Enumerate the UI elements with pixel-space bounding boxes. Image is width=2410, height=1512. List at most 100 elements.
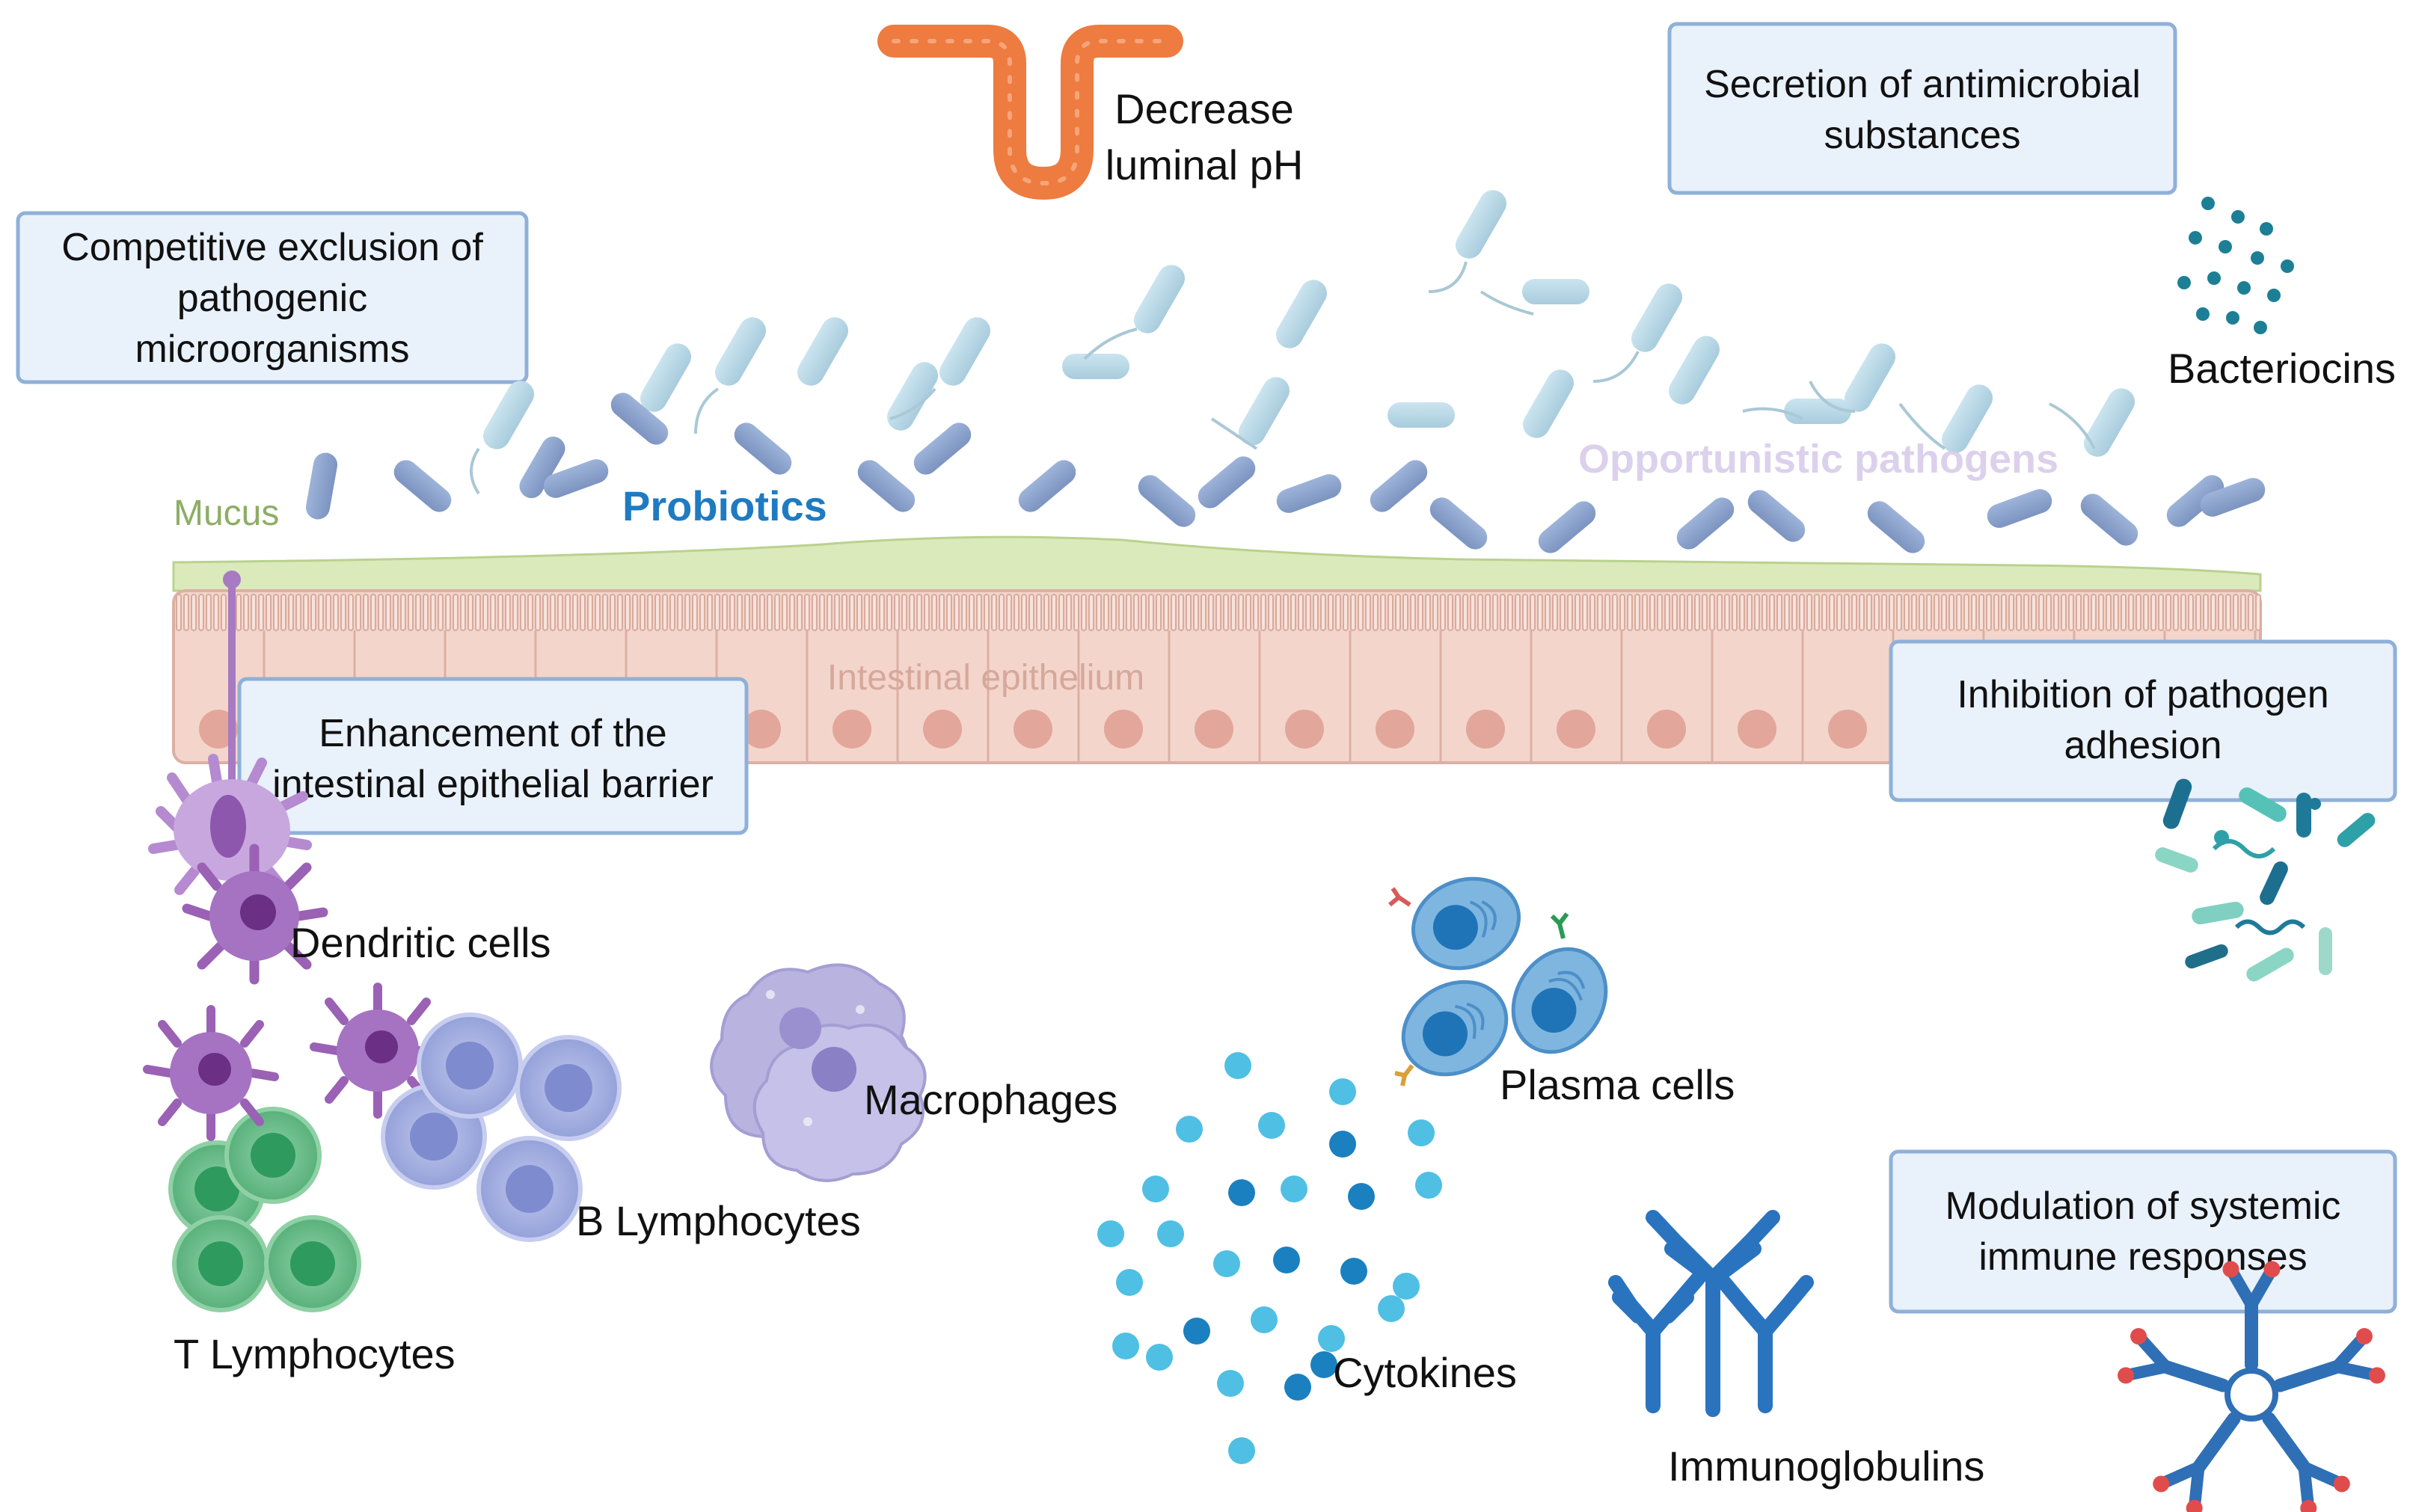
opportunistic-pathogens-group — [470, 190, 2135, 495]
microvillus — [1784, 594, 1790, 631]
bacteriocins-icon — [2177, 197, 2294, 334]
pathogen-rod — [1669, 336, 1720, 405]
flagellum — [889, 387, 936, 420]
microvillus — [1395, 594, 1401, 631]
microvillus — [692, 594, 698, 631]
bacteriocins-label: Bacteriocins — [2168, 345, 2396, 392]
probiotic-rod — [305, 452, 338, 520]
competitive-exclusion-box: Competitive exclusion of pathogenic micr… — [16, 211, 529, 384]
microvillus — [482, 594, 488, 631]
microvillus — [1470, 594, 1476, 631]
microvillus — [2038, 594, 2044, 631]
microvillus — [542, 594, 548, 631]
microvillus — [849, 594, 855, 631]
microvillus — [984, 594, 990, 631]
microvillus — [924, 594, 930, 631]
microvillus — [647, 594, 653, 631]
microvillus — [1687, 594, 1693, 631]
microvillus — [1081, 594, 1087, 631]
microvillus — [1926, 594, 1932, 631]
adhesion-line-1: Inhibition of pathogen — [1957, 673, 2328, 716]
microvillus — [2255, 594, 2261, 631]
microvillus — [1545, 594, 1551, 631]
microvillus — [1859, 594, 1865, 631]
microvillus — [460, 594, 466, 631]
microvillus — [1313, 594, 1319, 631]
microvillus — [1380, 594, 1386, 631]
microvillus — [1193, 594, 1199, 631]
microvillus — [2031, 594, 2037, 631]
antimicrobial-secretion-box: Secretion of antimicrobial substances — [1667, 22, 2177, 195]
microvillus — [1604, 594, 1610, 631]
cytokine-dot — [1146, 1344, 1173, 1371]
cell-nucleus — [1828, 710, 1867, 749]
igm-arm — [2159, 1359, 2230, 1392]
antimicrobial-line-2: substances — [1824, 114, 2020, 157]
microvillus — [901, 594, 907, 631]
microvillus — [1021, 594, 1027, 631]
microvillus — [1208, 594, 1214, 631]
microvillus — [1896, 594, 1902, 631]
t-lymphocytes-label: T Lymphocytes — [174, 1330, 456, 1377]
microvillus — [841, 594, 847, 631]
igm-arm — [2262, 1412, 2311, 1475]
microvillus — [385, 594, 391, 631]
pathogen-rod — [715, 317, 766, 386]
probiotic-rod — [2200, 478, 2266, 517]
microvillus — [1006, 594, 1012, 631]
igm-tip — [2118, 1367, 2135, 1384]
microvillus — [1672, 594, 1678, 631]
microvillus — [2061, 594, 2067, 631]
microvillus — [1844, 594, 1850, 631]
microvillus — [699, 594, 705, 631]
cell-nucleus — [1104, 710, 1143, 749]
cytokine-dot — [1116, 1269, 1143, 1296]
probiotic-rod — [519, 436, 565, 499]
microvillus — [1702, 594, 1708, 631]
flagellum — [1210, 417, 1258, 450]
mucus-label: Mucus — [174, 494, 279, 533]
probiotic-rod — [610, 393, 669, 445]
flagellum — [1592, 351, 1640, 383]
microvillus — [1447, 594, 1453, 631]
barrier-line-2: intestinal epithelial barrier — [272, 763, 714, 806]
cytokine-dot — [1183, 1318, 1210, 1344]
microvillus — [423, 594, 429, 631]
cytokine-dot — [1408, 1119, 1435, 1146]
microvillus — [1043, 594, 1049, 631]
microvillus — [1260, 594, 1266, 631]
microvillus — [1230, 594, 1236, 631]
microvillus — [1537, 594, 1543, 631]
microvillus — [1963, 594, 1969, 631]
microvillus — [640, 594, 646, 631]
cytokine-dot — [1393, 1273, 1420, 1300]
cell-nucleus — [1647, 710, 1686, 749]
microvillus — [2210, 594, 2216, 631]
microvillus — [565, 594, 571, 631]
microvillus — [1754, 594, 1760, 631]
microvillus — [2248, 594, 2254, 631]
microvillus — [864, 594, 870, 631]
microvillus — [1171, 594, 1177, 631]
microvillus — [856, 594, 862, 631]
b-lymphocytes-icon — [381, 1012, 622, 1242]
microvillus — [954, 594, 960, 631]
flagellum — [470, 447, 480, 495]
microvillus — [1275, 594, 1281, 631]
cell-nucleus — [1557, 710, 1595, 749]
microvillus — [1298, 594, 1304, 631]
microvillus — [2240, 594, 2246, 631]
microvillus — [1343, 594, 1349, 631]
igm-tip — [2222, 1261, 2239, 1278]
microvillus — [206, 594, 212, 631]
pathogen-rod — [1942, 384, 1993, 453]
cell-nucleus — [1376, 710, 1414, 749]
microvillus — [819, 594, 825, 631]
igm-tip — [2153, 1475, 2170, 1493]
microvillus — [662, 594, 668, 631]
t-lymphocytes-icon — [168, 1107, 361, 1312]
microvillus — [2150, 594, 2156, 631]
cytokine-dot — [1340, 1258, 1367, 1285]
cell-nucleus — [1738, 710, 1776, 749]
